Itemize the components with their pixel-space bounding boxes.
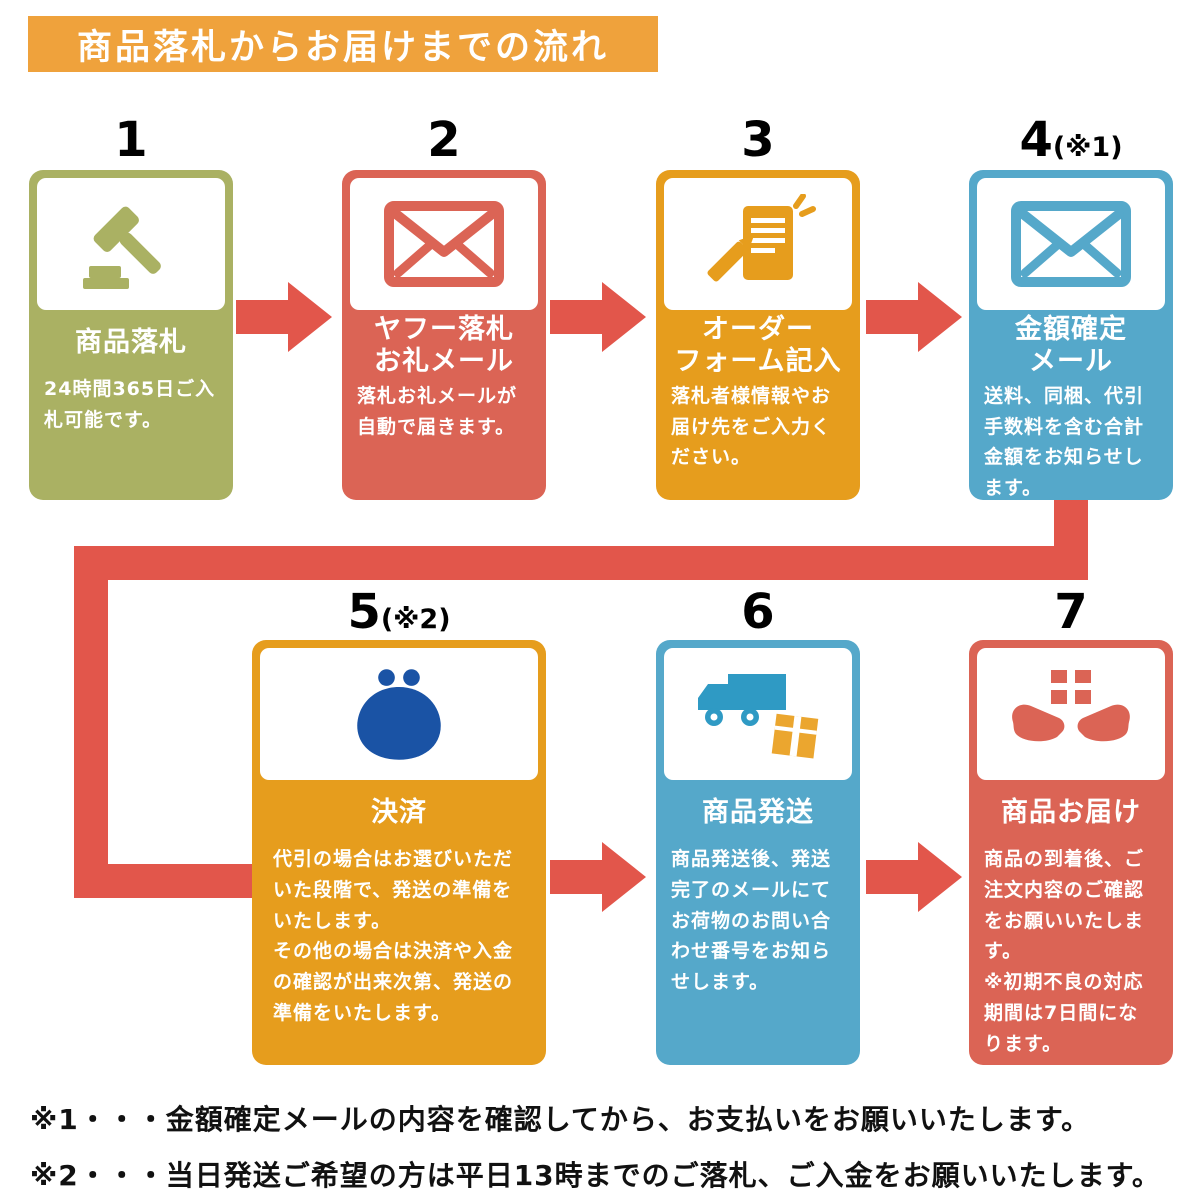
step-card-payment: 決済 代引の場合はお選びいただいた段階で、発送の準備をいたします。 その他の場合… bbox=[252, 640, 546, 1065]
footnote-1: ※1・・・金額確定メールの内容を確認してから、お支払いをお願いいたします。 bbox=[30, 1103, 1091, 1136]
step-description: 代引の場合はお選びいただいた段階で、発送の準備をいたします。 その他の場合は決済… bbox=[273, 848, 514, 1024]
arrow-right-icon bbox=[236, 282, 332, 352]
step-description: 商品発送後、発送完了のメールにてお荷物のお問い合わせ番号をお知らせします。 bbox=[671, 848, 832, 994]
step-number-text: 2 bbox=[427, 112, 461, 168]
step-number-text: 3 bbox=[741, 112, 775, 168]
step-number-text: 1 bbox=[114, 112, 148, 168]
step-number-text: 4 bbox=[1019, 112, 1053, 168]
step-card-price-mail: 金額確定 メール 送料、同梱、代引手数料を含む合計金額をお知らせします。 bbox=[969, 170, 1173, 500]
step-card-thanks-mail: ヤフー落札 お礼メール 落札お礼メールが自動で届きます。 bbox=[342, 170, 546, 500]
gavel-icon bbox=[83, 206, 161, 289]
step-card-shipping: 商品発送 商品発送後、発送完了のメールにてお荷物のお問い合わせ番号をお知らせしま… bbox=[656, 640, 860, 1065]
step-title: 商品落札 bbox=[75, 326, 187, 358]
step-number-text: 5 bbox=[347, 584, 381, 640]
step-title: 商品お届け bbox=[1001, 796, 1141, 828]
step-number-text: 7 bbox=[1054, 584, 1088, 640]
mail-icon bbox=[384, 201, 504, 287]
step-number-2: 2 bbox=[342, 112, 546, 168]
step-title: 金額確定 メール bbox=[1015, 314, 1127, 378]
step-icon-box bbox=[37, 178, 225, 310]
shipping-truck-icon bbox=[698, 674, 819, 759]
step-number-text: 6 bbox=[741, 584, 775, 640]
footnote-2: ※2・・・当日発送ご希望の方は平日13時までのご落札、ご入金をお願いいたします。 bbox=[30, 1159, 1161, 1192]
step-icon-box bbox=[260, 648, 538, 780]
payment-purse-icon bbox=[357, 669, 441, 760]
step-description: 落札お礼メールが自動で届きます。 bbox=[357, 384, 518, 438]
step-description: 落札者様情報やお届け先をご入力ください。 bbox=[671, 384, 832, 469]
arrow-right-icon bbox=[866, 842, 962, 912]
step-number-6: 6 bbox=[656, 584, 860, 640]
mail-icon bbox=[1011, 201, 1131, 287]
step-title: オーダー フォーム記入 bbox=[674, 314, 842, 378]
flow-connector-segment bbox=[74, 864, 254, 898]
page-title: 商品落札からお届けまでの流れ bbox=[28, 16, 658, 72]
flow-connector-segment bbox=[74, 546, 108, 898]
step-icon-box bbox=[664, 178, 852, 310]
step-title: 決済 bbox=[371, 796, 427, 828]
order-form-icon bbox=[706, 194, 816, 282]
step-icon-box bbox=[664, 648, 852, 780]
step-description: 商品の到着後、ご注文内容のご確認をお願いいたします。 ※初期不良の対応期間は7日… bbox=[984, 848, 1145, 1055]
step-title: ヤフー落札 お礼メール bbox=[374, 314, 514, 378]
step-number-note: (※2) bbox=[380, 604, 451, 635]
arrow-right-icon bbox=[550, 842, 646, 912]
step-number-5: 5(※2) bbox=[252, 584, 546, 640]
step-number-3: 3 bbox=[656, 112, 860, 168]
arrow-right-icon bbox=[550, 282, 646, 352]
flow-connector-segment bbox=[74, 546, 1088, 580]
arrow-right-icon bbox=[866, 282, 962, 352]
step-title: 商品発送 bbox=[702, 796, 814, 828]
step-description: 送料、同梱、代引手数料を含む合計金額をお知らせします。 bbox=[984, 384, 1145, 500]
step-card-order-form: オーダー フォーム記入 落札者様情報やお届け先をご入力ください。 bbox=[656, 170, 860, 500]
delivery-hands-icon bbox=[1012, 670, 1130, 742]
step-icon-box bbox=[977, 178, 1165, 310]
step-number-note: (※1) bbox=[1052, 132, 1123, 163]
step-number-7: 7 bbox=[969, 584, 1173, 640]
step-icon-box bbox=[350, 178, 538, 310]
step-description: 24時間365日ご入札可能です。 bbox=[44, 378, 216, 431]
step-number-1: 1 bbox=[29, 112, 233, 168]
step-icon-box bbox=[977, 648, 1165, 780]
step-card-auction-win: 商品落札 24時間365日ご入札可能です。 bbox=[29, 170, 233, 500]
step-card-delivery: 商品お届け 商品の到着後、ご注文内容のご確認をお願いいたします。 ※初期不良の対… bbox=[969, 640, 1173, 1065]
step-number-4: 4(※1) bbox=[969, 112, 1173, 168]
